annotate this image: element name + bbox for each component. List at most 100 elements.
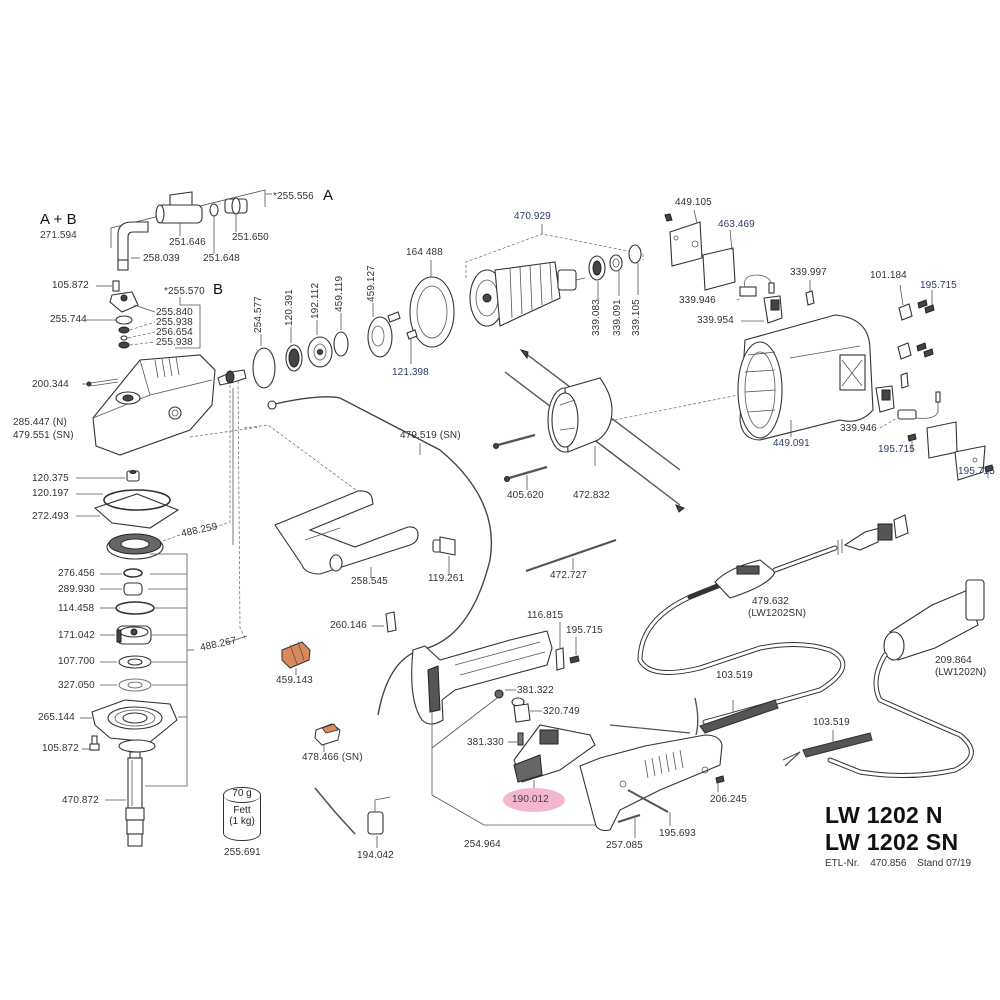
label-114-458[interactable]: 114.458 (58, 603, 95, 614)
label-459-143[interactable]: 459.143 (276, 675, 313, 686)
label-339-091[interactable]: 339.091 (612, 299, 623, 336)
label-339-946-a[interactable]: 339.946 (679, 295, 716, 306)
part-257-085-screw (617, 813, 641, 838)
part-472-727-rod (525, 538, 617, 573)
label-251-650[interactable]: 251.650 (232, 232, 269, 243)
label-192-112[interactable]: 192.112 (310, 282, 321, 319)
label-121-398[interactable]: 121.398 (392, 367, 429, 378)
part-105-872-screw-top (96, 280, 120, 292)
label-339-105[interactable]: 339.105 (631, 299, 642, 336)
label-472-727[interactable]: 472.727 (550, 570, 587, 581)
part-459-127-bearing-plate (367, 303, 401, 358)
assembly-a-plus-b-number[interactable]: 271.594 (40, 230, 77, 241)
label-194-042[interactable]: 194.042 (357, 850, 394, 861)
label-251-648[interactable]: 251.648 (203, 253, 240, 264)
label-255-744[interactable]: 255.744 (50, 314, 87, 325)
label-327-050[interactable]: 327.050 (58, 680, 95, 691)
label-258-545[interactable]: 258.545 (351, 576, 388, 587)
label-195-715-c[interactable]: 195.715 (958, 466, 995, 477)
label-200-344[interactable]: 200.344 (32, 379, 69, 390)
bracket-ticks (148, 573, 194, 718)
part-cover-right (954, 445, 994, 481)
grease-can: 70 g Fett (1 kg) (223, 787, 261, 841)
model-title-n: LW 1202 N (825, 802, 943, 828)
title-block: LW 1202 N LW 1202 SN ETL-Nr. 470.856 Sta… (825, 802, 979, 869)
label-478-466[interactable]: 478.466 (SN) (302, 752, 363, 763)
part-258-545-handle-bracket (243, 424, 419, 578)
label-107-700[interactable]: 107.700 (58, 656, 95, 667)
label-405-620[interactable]: 405.620 (507, 490, 544, 501)
label-459-119[interactable]: 459.119 (334, 275, 345, 312)
label-119-261[interactable]: 119.261 (428, 573, 465, 584)
label-105-872-top[interactable]: 105.872 (52, 280, 89, 291)
label-251-646[interactable]: 251.646 (169, 237, 206, 248)
label-195-715-a[interactable]: 195.715 (920, 280, 957, 291)
assembly-b-number[interactable]: *255.570 (164, 286, 205, 297)
label-103-519-b[interactable]: 103.519 (813, 717, 850, 728)
label-479-632[interactable]: 479.632 (752, 596, 789, 607)
part-381-330-spring (508, 732, 524, 746)
label-255-840[interactable]: 255.840 (156, 307, 193, 318)
label-101-184[interactable]: 101.184 (870, 270, 907, 281)
label-254-577[interactable]: 254.577 (253, 296, 264, 333)
label-463-469[interactable]: 463.469 (718, 219, 755, 230)
label-339-083[interactable]: 339.083 (591, 299, 602, 336)
part-472-832-field-coil (504, 349, 685, 513)
label-381-330[interactable]: 381.330 (467, 737, 504, 748)
part-164-488-disc (409, 260, 455, 348)
label-339-954[interactable]: 339.954 (697, 315, 734, 326)
part-105-872-screw-bottom (82, 735, 100, 751)
label-449-105[interactable]: 449.105 (675, 197, 712, 208)
part-478-466-terminal-block (314, 723, 341, 752)
label-164-488[interactable]: 164 488 (406, 247, 443, 258)
label-470-929[interactable]: 470.929 (514, 211, 551, 222)
label-195-693[interactable]: 195.693 (659, 828, 696, 839)
label-190-012-highlighted[interactable]: 190.012 (512, 794, 549, 805)
label-171-042[interactable]: 171.042 (58, 630, 95, 641)
part-103-519-sleeve-a (609, 697, 779, 736)
part-190-012-switch (513, 724, 596, 790)
label-103-519-a[interactable]: 103.519 (716, 670, 753, 681)
label-255-938-b[interactable]: 255.938 (156, 337, 193, 348)
label-254-964[interactable]: 254.964 (464, 839, 501, 850)
label-260-146[interactable]: 260.146 (330, 620, 367, 631)
label-116-815[interactable]: 116.815 (527, 610, 564, 621)
part-251-650-nipple (224, 197, 248, 232)
part-120-375-bushing (76, 470, 140, 482)
label-472-832[interactable]: 472.832 (573, 490, 610, 501)
part-103-519-sleeve-b (782, 730, 873, 767)
label-120-197[interactable]: 120.197 (32, 488, 69, 499)
label-258-039[interactable]: 258.039 (143, 253, 180, 264)
part-488-259-bevel-gear (106, 375, 231, 560)
label-320-749[interactable]: 320.749 (543, 706, 580, 717)
label-272-493[interactable]: 272.493 (32, 511, 69, 522)
label-206-245[interactable]: 206.245 (710, 794, 747, 805)
label-105-872-bottom[interactable]: 105.872 (42, 743, 79, 754)
part-255-938-nuts (118, 321, 156, 349)
label-276-456[interactable]: 276.456 (58, 568, 95, 579)
label-120-391[interactable]: 120.391 (284, 289, 295, 326)
assembly-a-number[interactable]: *255.556 (273, 191, 314, 202)
part-194-042-capacitor (314, 787, 391, 848)
label-479-551[interactable]: 479.551 (SN) (13, 430, 74, 441)
label-209-864[interactable]: 209.864 (935, 655, 972, 666)
label-459-127[interactable]: 459.127 (366, 265, 377, 302)
label-256-654[interactable]: 256.654 (156, 327, 193, 338)
label-265-144[interactable]: 265.144 (38, 712, 75, 723)
label-195-715-d[interactable]: 195.715 (566, 625, 603, 636)
label-257-085[interactable]: 257.085 (606, 840, 643, 851)
part-254-577-oring (252, 334, 276, 389)
label-470-872[interactable]: 470.872 (62, 795, 99, 806)
label-289-930[interactable]: 289.930 (58, 584, 95, 595)
label-255-691[interactable]: 255.691 (224, 847, 261, 858)
label-255-938-a[interactable]: 255.938 (156, 317, 193, 328)
label-195-715-b[interactable]: 195.715 (878, 444, 915, 455)
etl-line: ETL-Nr. 470.856 Stand 07/19 (825, 858, 979, 869)
label-449-091[interactable]: 449.091 (773, 438, 810, 449)
label-339-997[interactable]: 339.997 (790, 267, 827, 278)
label-479-519[interactable]: 479.519 (SN) (400, 430, 461, 441)
label-120-375[interactable]: 120.375 (32, 473, 69, 484)
label-381-322[interactable]: 381.322 (517, 685, 554, 696)
label-285-447[interactable]: 285.447 (N) (13, 417, 67, 428)
label-339-946-b[interactable]: 339.946 (840, 423, 877, 434)
